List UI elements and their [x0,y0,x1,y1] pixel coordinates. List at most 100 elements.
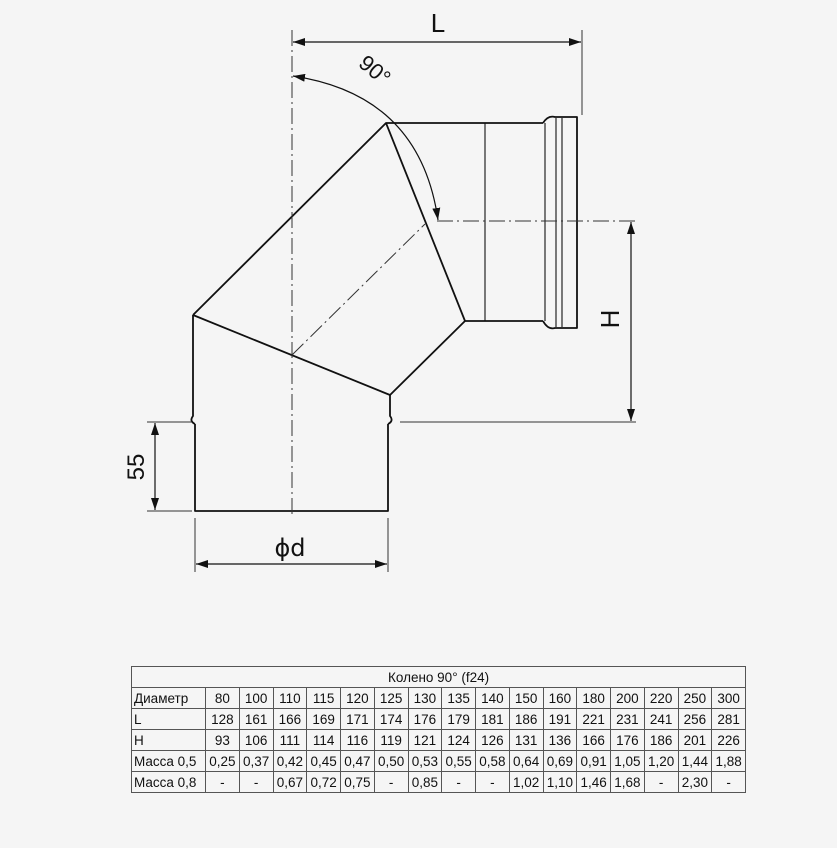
row-label: Масса 0,5 [131,750,206,772]
table-cell: 281 [711,708,747,730]
table-cell: 110 [272,687,308,709]
table-cell: 106 [238,729,274,751]
table-cell: 0,85 [407,771,443,793]
table-cell: 1,10 [542,771,578,793]
dim-55-label: 55 [123,454,150,481]
table-cell: 241 [643,708,679,730]
row-label: L [131,708,206,730]
table-cell: 0,58 [475,750,510,772]
table-cell: 174 [373,708,409,730]
table-cell: 181 [475,708,510,730]
table-cell: 135 [441,687,476,709]
table-cell: 161 [238,708,274,730]
table-cell: 200 [610,687,645,709]
table-cell: - [643,771,679,793]
table-cell: 231 [610,708,645,730]
row-label: H [131,729,206,751]
table-cell: 186 [643,729,679,751]
table-cell: 186 [508,708,544,730]
table-cell: 256 [677,708,713,730]
table-cell: 80 [205,687,240,709]
angle-arc [292,73,441,221]
table-cell: 180 [576,687,611,709]
table-cell: 160 [542,687,578,709]
dim-l-label: L [431,8,445,38]
table-cell: 220 [643,687,679,709]
angle-label: 90° [354,50,396,91]
row-label: Диаметр [131,687,206,709]
table-cell: 120 [340,687,375,709]
table-cell: 100 [238,687,274,709]
table-cell: 176 [407,708,443,730]
table-cell: 126 [475,729,510,751]
table-cell: 140 [475,687,510,709]
dim-d-label: ϕd [274,534,305,562]
right-socket-details [484,118,563,327]
table-cell: 0,42 [272,750,308,772]
dimension-lines [151,38,635,568]
table-cell: 124 [441,729,476,751]
table-cell: 131 [508,729,544,751]
table-cell: 93 [205,729,240,751]
table-cell: - [205,771,240,793]
table-cell: 150 [508,687,544,709]
table-cell: 1,44 [677,750,713,772]
extension-lines [147,30,636,572]
table-cell: 0,55 [441,750,476,772]
table-cell: 0,50 [373,750,409,772]
center-lines [291,30,636,518]
table-cell: 221 [576,708,611,730]
table-title: Колено 90° (f24) [130,666,747,688]
table-cell: 125 [373,687,409,709]
table-cell: 0,25 [205,750,240,772]
table-cell: 119 [373,729,409,751]
table-cell: 1,46 [576,771,611,793]
table-cell: 1,02 [508,771,544,793]
table-cell: 300 [711,687,747,709]
table-cell: 128 [205,708,240,730]
elbow-outline [190,115,578,512]
table-cell: 0,69 [542,750,578,772]
table-cell: 130 [407,687,443,709]
table-cell: 0,47 [340,750,375,772]
table-cell: 1,20 [643,750,679,772]
table-cell: 179 [441,708,476,730]
table-cell: 171 [340,708,375,730]
table-cell: 250 [677,687,713,709]
table-cell: 1,05 [610,750,645,772]
table-cell: 116 [340,729,375,751]
table-cell: 176 [610,729,645,751]
table-cell: 191 [542,708,578,730]
table-cell: 0,37 [238,750,274,772]
table-cell: 115 [306,687,341,709]
table-cell: 2,30 [677,771,713,793]
table-cell: - [711,771,747,793]
dim-h-label: H [595,310,625,329]
table-cell: 114 [306,729,341,751]
table-cell: 226 [711,729,747,751]
table-cell: 0,72 [306,771,341,793]
table-cell: 166 [272,708,308,730]
table-cell: - [238,771,274,793]
table-cell: 0,67 [272,771,308,793]
table-cell: 0,75 [340,771,375,793]
table-cell: - [373,771,409,793]
table-cell: 1,68 [610,771,645,793]
table-cell: 0,45 [306,750,341,772]
table-cell: 1,88 [711,750,747,772]
table-cell: 201 [677,729,713,751]
table-cell: 136 [542,729,578,751]
table-cell: 0,64 [508,750,544,772]
row-label: Масса 0,8 [131,771,206,793]
table-cell: - [475,771,510,793]
table-cell: 121 [407,729,443,751]
table-cell: 0,53 [407,750,443,772]
table-cell: 111 [272,729,308,751]
